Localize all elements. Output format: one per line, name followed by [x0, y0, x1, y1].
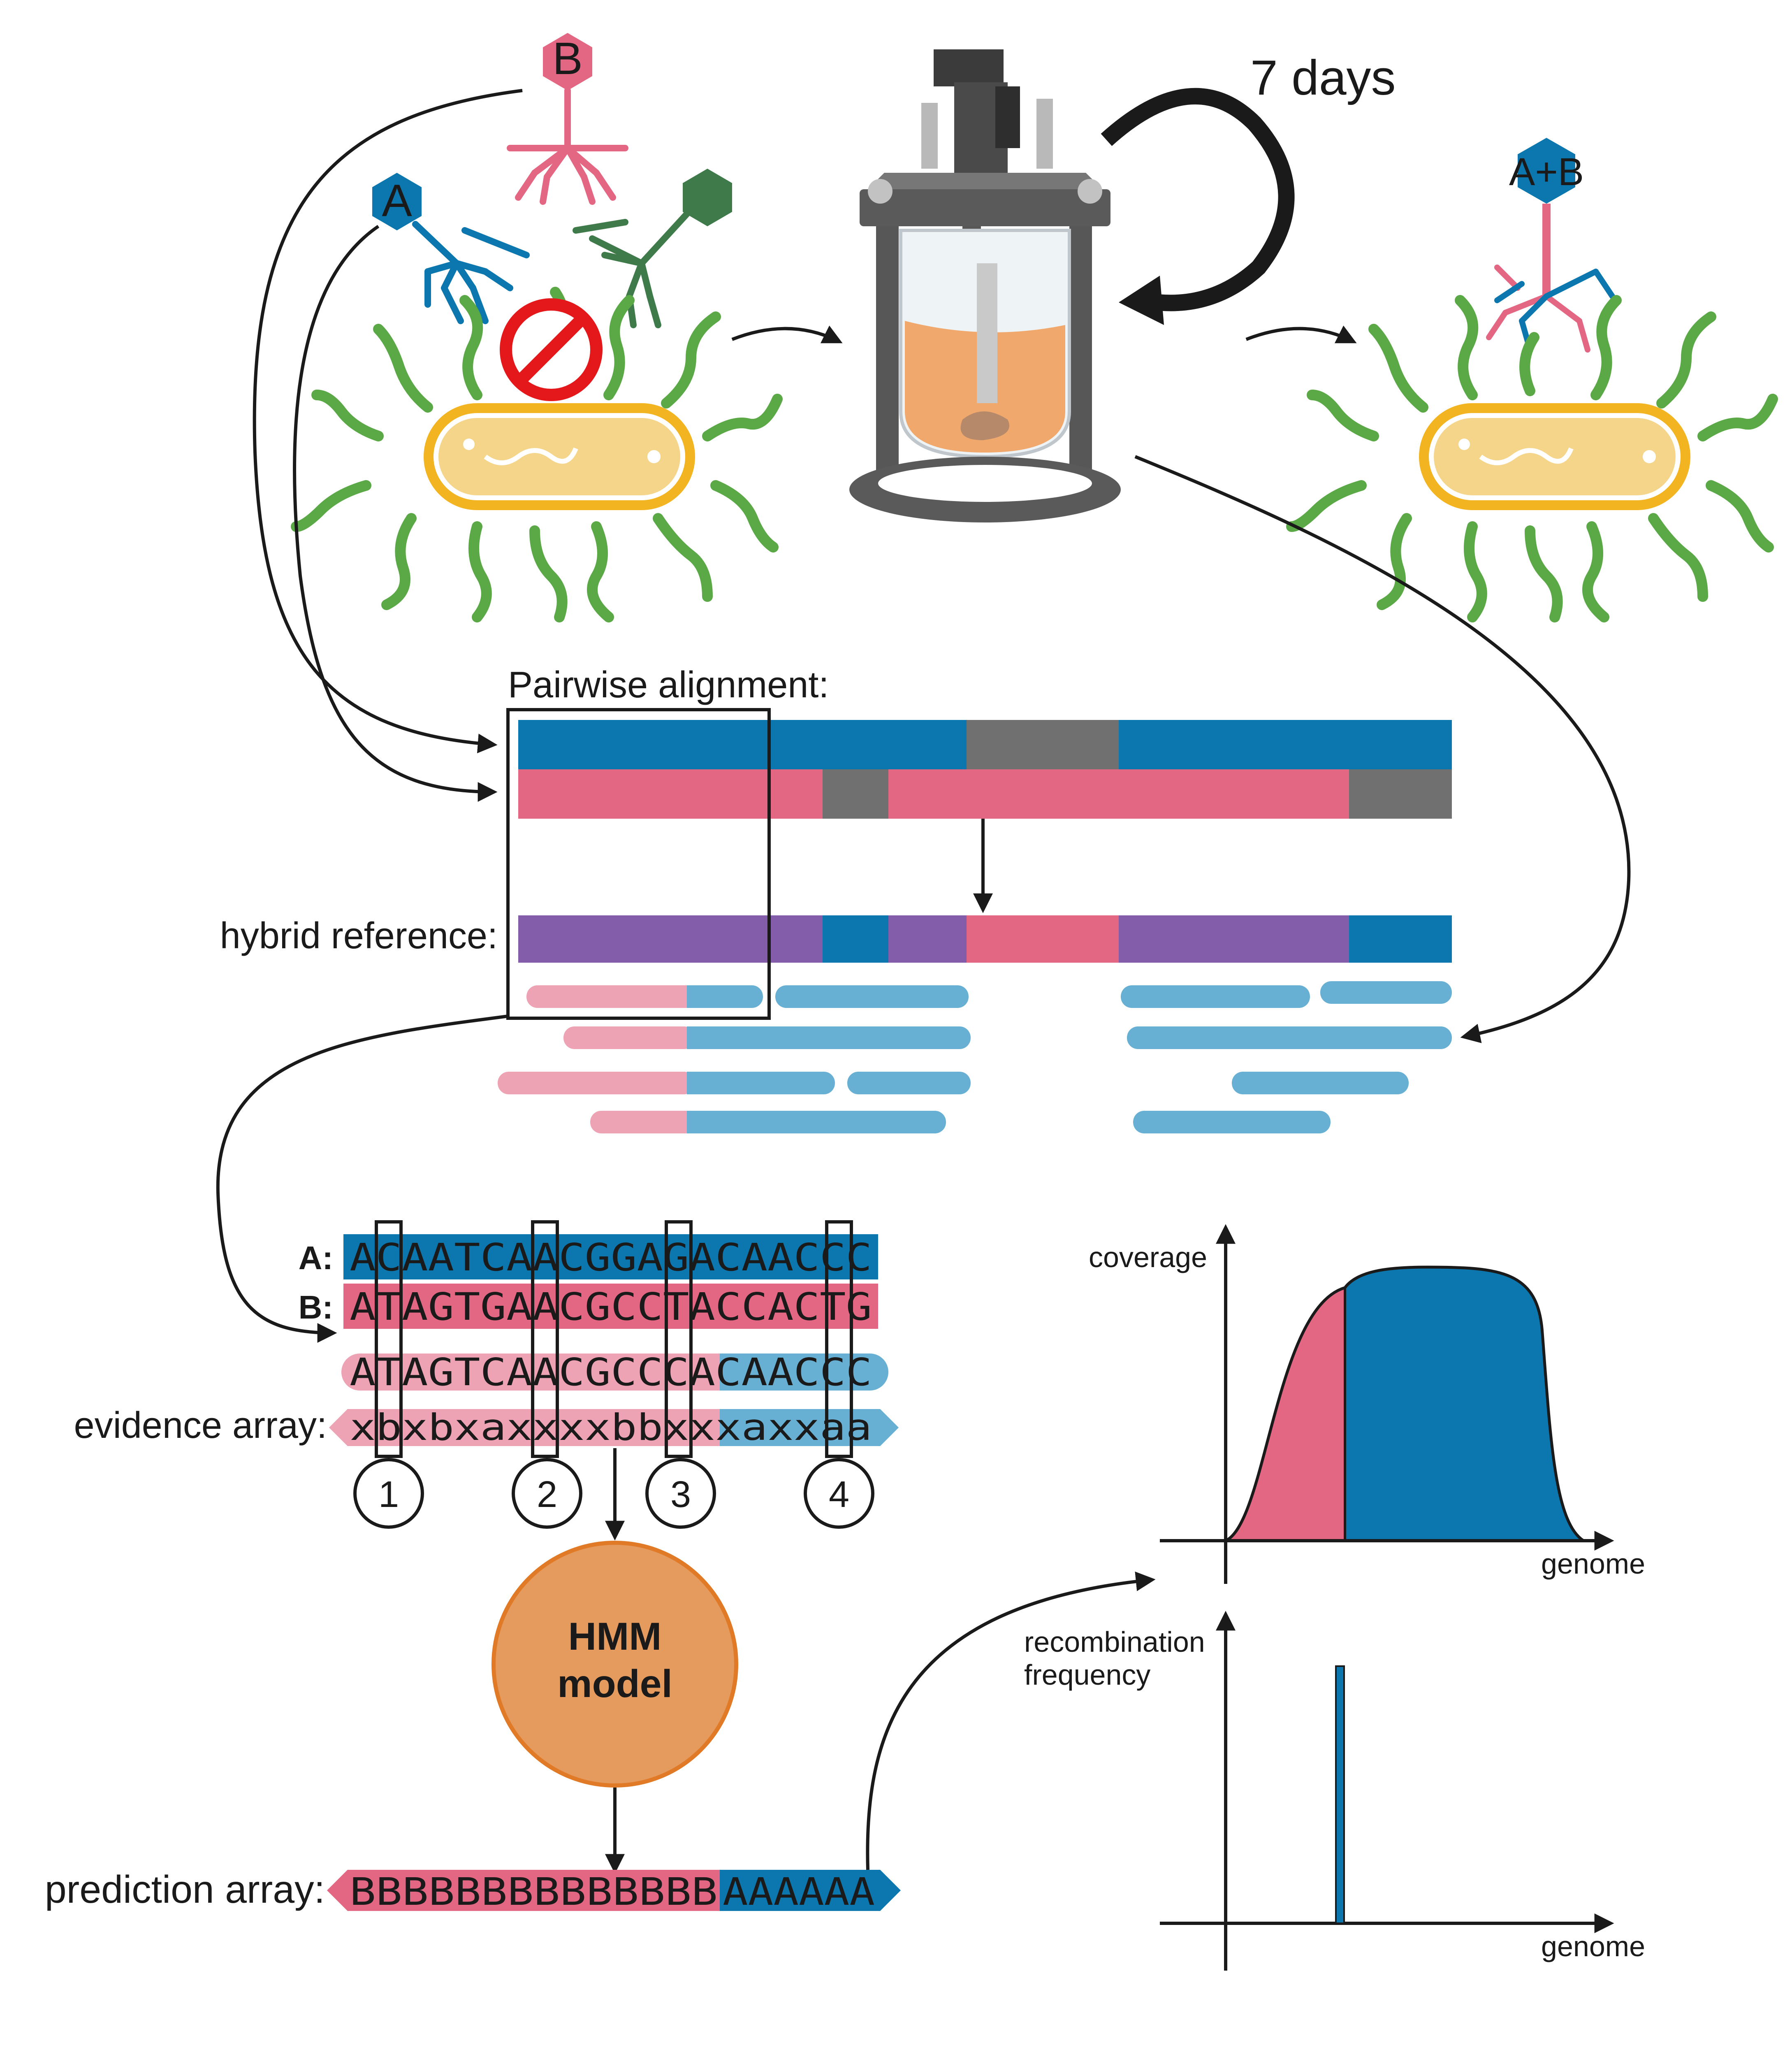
hmm-label-line1: HMM	[568, 1615, 662, 1658]
hybrid-reference-track	[518, 915, 1452, 963]
coverage-xlabel: genome	[1541, 1548, 1645, 1580]
phage-b-label: B	[552, 33, 582, 84]
read	[847, 1072, 971, 1094]
read-sequence-bar	[341, 1354, 888, 1391]
hmm-model-node	[491, 1541, 738, 1788]
alignment-track-a	[518, 720, 1452, 769]
recombination-ylabel-line1: recombination	[1024, 1626, 1205, 1658]
arrow-to-hybrid-host	[1245, 325, 1357, 344]
prediction-array-label: prediction array:	[45, 1868, 325, 1911]
prediction-array-b-text: BBBBBBBBBBBBBB	[350, 1870, 718, 1914]
hmm-label-line2: model	[557, 1662, 672, 1706]
phage-a-label: A	[382, 175, 412, 226]
read	[526, 985, 763, 1008]
read	[775, 985, 969, 1008]
svg-text:2: 2	[537, 1474, 557, 1515]
column-marker-4: 4	[804, 1458, 874, 1529]
arrow-b-to-alignment	[253, 89, 523, 754]
bacterium-infected-icon	[1286, 295, 1778, 622]
evidence-array-text: xbxbxaxxxxbbxxxaxxaa	[350, 1406, 872, 1449]
read	[1232, 1072, 1409, 1094]
phage-hybrid-label: A+B	[1509, 150, 1584, 194]
mapped-reads	[498, 981, 1452, 1133]
cycle-arrowhead	[1119, 276, 1164, 325]
read	[1121, 985, 1310, 1008]
arrow-a-to-alignment	[293, 225, 498, 802]
zoom-window	[506, 708, 771, 1020]
evidence-array-bar	[329, 1409, 899, 1446]
seq-a-bar	[343, 1234, 878, 1279]
hybrid-reference-label: hybrid reference:	[220, 915, 498, 957]
column-box-3	[665, 1220, 693, 1458]
column-markers: 1 2 3 4	[353, 1458, 874, 1529]
duration-label: 7 days	[1250, 50, 1396, 105]
alignment-title: Pairwise alignment:	[508, 664, 829, 706]
svg-text:3: 3	[670, 1474, 691, 1515]
seq-b-text: ATAGTGAACGCCTACCACTG	[350, 1285, 872, 1329]
column-box-2	[531, 1220, 559, 1458]
seq-b-label: B:	[299, 1289, 333, 1326]
prediction-to-charts-arrow	[866, 1571, 1156, 1870]
read	[498, 1072, 835, 1094]
svg-text:4: 4	[829, 1474, 849, 1515]
no-entry-icon	[500, 298, 603, 401]
svg-text:1: 1	[378, 1474, 399, 1515]
column-marker-2: 2	[512, 1458, 582, 1529]
column-marker-1: 1	[353, 1458, 424, 1529]
bacterium-resistant-icon	[291, 287, 783, 622]
phage-a-icon: A	[372, 173, 530, 324]
recombination-chart: recombination frequency genome	[1024, 1611, 1645, 1971]
arrow-reactor-to-reads	[1134, 455, 1631, 1043]
column-marker-3: 3	[645, 1458, 716, 1529]
recombination-xlabel: genome	[1541, 1930, 1645, 1962]
seq-b-bar	[343, 1284, 878, 1329]
read	[1320, 981, 1452, 1004]
coverage-ylabel: coverage	[1089, 1241, 1207, 1273]
coverage-chart: coverage genome	[1089, 1224, 1645, 1584]
coverage-curve	[1225, 1265, 1584, 1542]
prediction-array-bar	[327, 1870, 901, 1911]
read	[563, 1026, 971, 1049]
phage-other-icon	[573, 169, 732, 328]
cycle-arrow	[1101, 88, 1295, 311]
phage-hybrid-icon: A+B	[1486, 138, 1615, 353]
arrow-to-reactor	[731, 325, 843, 344]
coverage-area-b	[1226, 1288, 1345, 1541]
column-box-1	[375, 1220, 403, 1458]
bioreactor-icon	[849, 49, 1121, 522]
alignment-track-b	[518, 769, 1452, 819]
seq-a-text: ACAATCAACGGAGACAACCC	[350, 1235, 872, 1279]
prediction-array-a-text: AAAAAA	[723, 1870, 875, 1914]
read	[1133, 1111, 1331, 1133]
column-box-4	[825, 1220, 853, 1458]
column-highlights	[375, 1220, 853, 1458]
phage-b-icon: B	[507, 33, 628, 205]
recombination-peak-bar	[1335, 1665, 1345, 1924]
coverage-area-a	[1345, 1267, 1583, 1541]
read-sequence-text: ATAGTCAACGCCCACAACCC	[350, 1350, 872, 1394]
read	[590, 1111, 946, 1133]
evidence-array-label: evidence array:	[74, 1405, 327, 1446]
read	[1127, 1026, 1452, 1049]
zoom-arrow	[216, 1015, 508, 1343]
seq-a-label: A:	[299, 1240, 333, 1276]
recombination-ylabel-line2: frequency	[1024, 1659, 1150, 1691]
